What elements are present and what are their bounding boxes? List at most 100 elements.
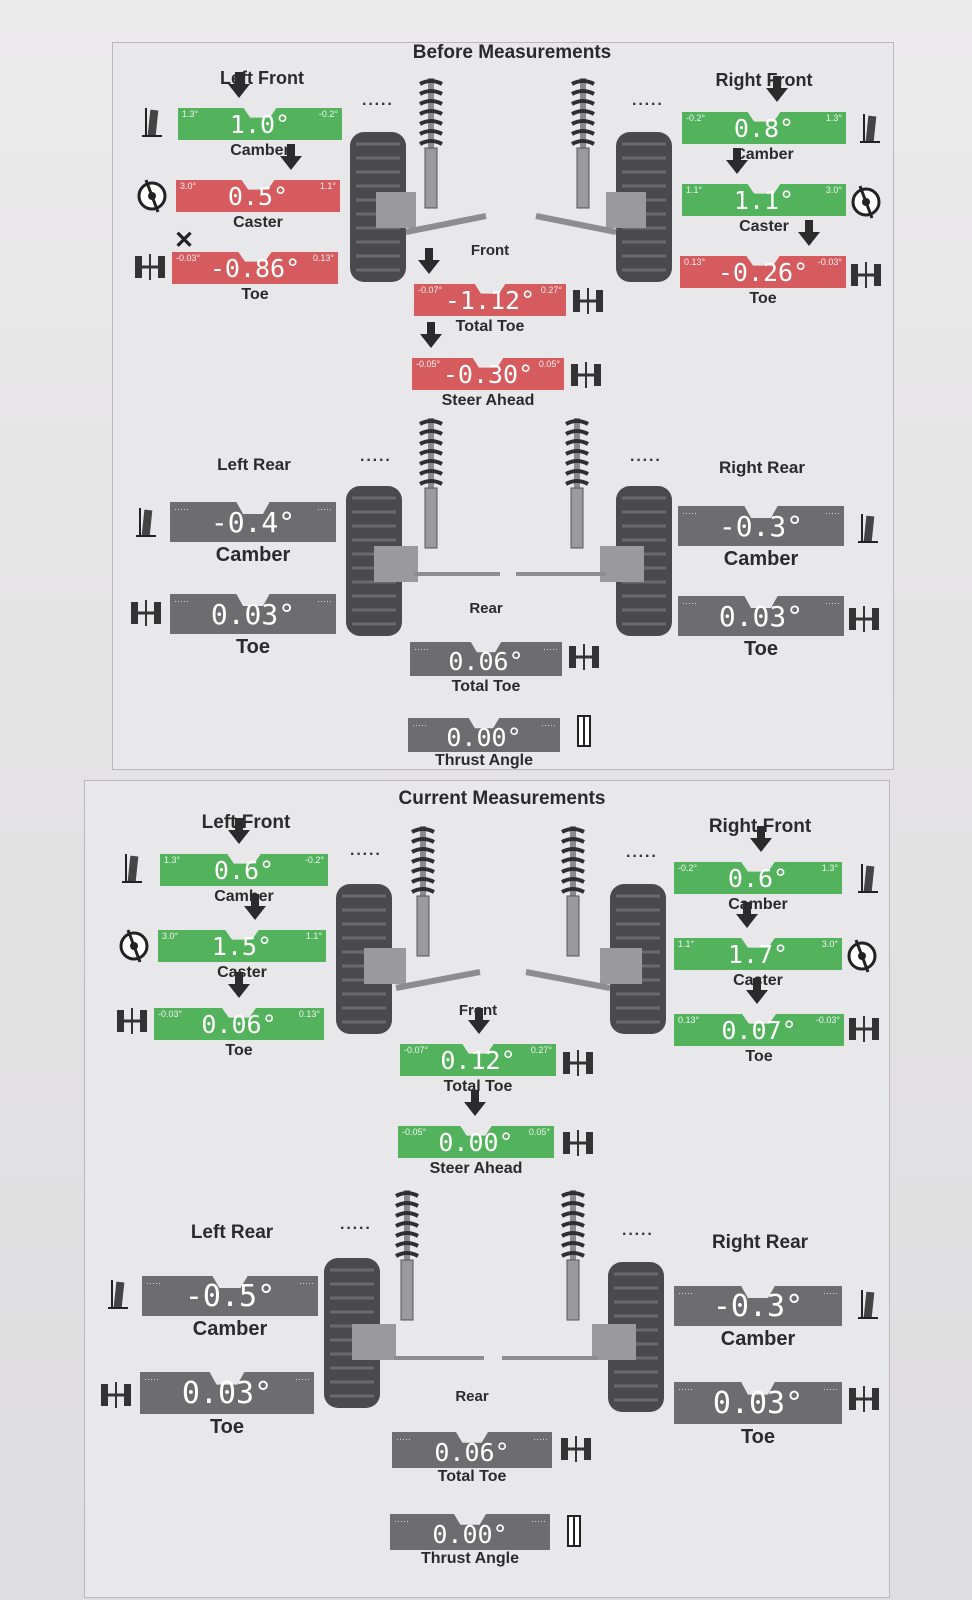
current-section-title: Current Measurements	[398, 788, 606, 809]
rf-toe-label: Toe	[745, 1048, 773, 1065]
current-rf-caster-gauge: 1.1° 3.0° 1.7° Caster	[674, 902, 842, 989]
pointer-arrow-icon	[468, 1008, 490, 1034]
rr-camber-value: -0.3°	[712, 1289, 804, 1324]
toe-icon	[848, 604, 881, 634]
current-lf-camber-gauge: 1.3° -0.2° 0.6° Camber	[160, 818, 328, 905]
total-toe-value: -1.12°	[444, 286, 536, 315]
pointer-arrow-icon	[244, 894, 266, 920]
before-lf-toe-gauge: -0.03° 0.13° -0.86° Toe	[172, 252, 338, 303]
rear-total-toe-value: 0.06°	[434, 1438, 510, 1467]
before-thrust-angle-gauge: ····· ····· 0.00° Thrust Angle	[408, 718, 560, 769]
total-toe-label: Total Toe	[455, 318, 525, 335]
thrust-angle-icon	[577, 715, 591, 747]
lf-toe-label: Toe	[225, 1042, 253, 1059]
rf-camber-label: Camber	[734, 146, 794, 163]
thrust-angle-value: 0.00°	[446, 723, 522, 752]
steer-ahead-label: Steer Ahead	[441, 392, 535, 409]
lf-caster-value: 0.5°	[227, 182, 289, 211]
thrust-angle-icon	[567, 1515, 581, 1547]
before-rf-toe-gauge: 0.13° -0.03° -0.26° Toe	[680, 220, 846, 307]
steer-ahead-icon	[570, 360, 603, 390]
thrust-angle-label: Thrust Angle	[420, 1550, 520, 1567]
camber-icon	[141, 107, 163, 138]
pointer-arrow-icon	[746, 978, 768, 1004]
lr-toe-label: Toe	[209, 1416, 245, 1438]
current-steer-ahead-gauge: -0.05° 0.05° 0.00° Steer Ahead	[398, 1090, 554, 1177]
before-rr-camber-gauge: ····· ····· -0.3° Camber	[678, 506, 844, 570]
current-rear-label: Rear	[455, 1388, 489, 1405]
rf-camber-label: Camber	[728, 896, 788, 913]
rear-total-toe-label: Total Toe	[437, 1468, 507, 1485]
current-rf-camber-gauge: -0.2° 1.3° 0.6° Camber	[674, 826, 842, 913]
before-rear-label: Rear	[469, 600, 503, 617]
steer-ahead-label: Steer Ahead	[429, 1160, 523, 1177]
rf-camber-value: 0.8°	[733, 114, 795, 143]
camber-icon	[857, 1289, 879, 1320]
before-rf-camber-gauge: -0.2° 1.3° 0.8° Camber	[682, 76, 846, 163]
thrust-angle-label: Thrust Angle	[434, 752, 534, 769]
rf-caster-label: Caster	[739, 218, 789, 235]
before-lr-camber-gauge: ····· ····· -0.4° Camber	[170, 502, 336, 566]
rr-camber-label: Camber	[723, 548, 799, 570]
before-rear-suspension-graphic	[344, 416, 674, 638]
caster-icon	[137, 178, 167, 214]
total-toe-icon	[572, 286, 605, 316]
before-dots-right: ·····	[632, 96, 664, 113]
rr-toe-label: Toe	[740, 1426, 776, 1448]
pointer-arrow-icon	[228, 72, 250, 98]
before-right-front-title: Right Front	[715, 70, 813, 90]
lr-camber-value: -0.5°	[184, 1279, 276, 1314]
current-rear-dots-right: ·····	[622, 1226, 654, 1243]
rr-toe-value: 0.03°	[712, 1386, 804, 1421]
before-rear-total-toe-gauge: ····· ····· 0.06° Total Toe	[410, 642, 562, 695]
rear-total-toe-label: Total Toe	[451, 678, 521, 695]
thrust-angle-value: 0.00°	[432, 1520, 508, 1549]
lf-camber-value: 0.6°	[213, 856, 275, 885]
lr-toe-value: 0.03°	[210, 598, 296, 631]
rf-camber-value: 0.6°	[727, 864, 789, 893]
camber-icon	[107, 1279, 129, 1310]
pointer-arrow-icon	[228, 972, 250, 998]
before-front-label: Front	[470, 242, 510, 259]
current-lf-toe-gauge: -0.03° 0.13° 0.06° Toe	[154, 972, 324, 1059]
camber-icon	[857, 863, 879, 894]
current-rr-toe-gauge: ····· ····· 0.03° Toe	[674, 1382, 842, 1448]
before-rear-dots-right: ·····	[630, 452, 662, 469]
rear-total-toe-value: 0.06°	[448, 647, 524, 676]
current-lr-toe-gauge: ····· ····· 0.03° Toe	[140, 1372, 314, 1438]
pointer-arrow-icon	[420, 322, 442, 348]
camber-icon	[859, 113, 881, 144]
lf-caster-value: 1.5°	[211, 932, 273, 961]
steer-ahead-icon	[562, 1128, 595, 1158]
before-rr-toe-gauge: ····· ····· 0.03° Toe	[678, 596, 844, 660]
lr-camber-label: Camber	[215, 544, 291, 566]
camber-icon	[121, 853, 143, 884]
before-lr-toe-gauge: ····· ····· 0.03° Toe	[170, 594, 336, 658]
current-left-front-title: Left Front	[201, 812, 291, 833]
toe-icon	[848, 1014, 881, 1044]
current-lf-caster-gauge: 3.0° 1.1° 1.5° Caster	[158, 894, 326, 981]
pointer-arrow-icon	[736, 902, 758, 928]
before-dots-left: ·····	[362, 96, 394, 113]
current-front-suspension-graphic	[334, 824, 668, 1036]
lf-toe-label: Toe	[241, 286, 269, 303]
toe-icon	[850, 260, 883, 290]
toe-icon	[134, 252, 167, 282]
rf-toe-label: Toe	[749, 290, 777, 307]
lf-caster-label: Caster	[233, 214, 283, 231]
toe-icon	[130, 598, 163, 628]
rf-caster-value: 1.7°	[727, 940, 789, 969]
lf-toe-value: 0.06°	[201, 1010, 277, 1039]
lr-camber-label: Camber	[192, 1318, 268, 1340]
toe-icon	[116, 1006, 149, 1036]
total-toe-label: Total Toe	[443, 1078, 513, 1095]
lr-toe-value: 0.03°	[181, 1376, 273, 1411]
current-rear-dots-left: ·····	[340, 1220, 372, 1237]
current-rear-suspension-graphic	[322, 1188, 666, 1414]
before-section-title: Before Measurements	[412, 42, 612, 63]
current-rf-toe-gauge: 0.13° -0.03° 0.07° Toe	[674, 978, 844, 1065]
out-of-spec-x-icon: ✕	[174, 227, 195, 254]
rf-toe-value: -0.26°	[717, 258, 809, 287]
current-thrust-angle-gauge: ····· ····· 0.00° Thrust Angle	[390, 1514, 550, 1567]
rr-camber-label: Camber	[720, 1328, 796, 1350]
